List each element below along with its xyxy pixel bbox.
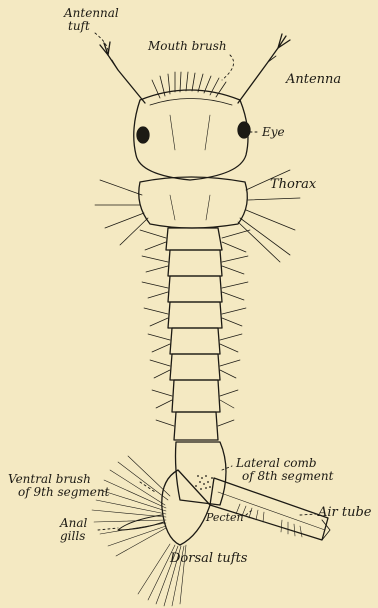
label-antenna: Antenna [286, 73, 341, 86]
right-antenna [238, 48, 278, 103]
label-anal-gills-line2: gills [60, 530, 100, 543]
leader-pecten [246, 510, 252, 515]
label-dorsal-tufts: Dorsal tufts [170, 552, 247, 565]
label-thorax: Thorax [270, 178, 316, 191]
air-tube [210, 478, 328, 540]
label-air-tube: Air tube [318, 506, 372, 519]
lateral-comb [195, 475, 213, 490]
label-antennal-tuft-line2: tuft [64, 20, 124, 33]
label-lateral-comb-line2: of 8th segment [236, 470, 366, 483]
leader-lateral-comb [222, 466, 232, 470]
label-ventral-brush: Ventral brush of 9th segment [8, 473, 118, 499]
label-eye: Eye [262, 126, 285, 139]
larva-thorax [139, 177, 248, 228]
label-antennal-tuft: Antennal tuft [64, 7, 124, 33]
label-lateral-comb: Lateral comb of 8th segment [236, 457, 366, 483]
label-mouth-brush: Mouth brush [148, 40, 227, 53]
right-eye [238, 122, 250, 138]
leader-air-tube [300, 514, 318, 515]
leader-anal-gills [98, 528, 118, 530]
label-anal-gills: Anal gills [60, 517, 100, 543]
anal-segment [162, 470, 210, 545]
larva-head [134, 90, 248, 180]
pecten-teeth [236, 504, 302, 537]
abdominal-segments [166, 228, 222, 440]
mouth-brush [152, 72, 226, 98]
leader-mouth-brush [222, 55, 234, 80]
label-pecten: Pecten [206, 511, 244, 524]
anal-gills [118, 515, 164, 530]
label-ventral-brush-line2: of 9th segment [8, 486, 118, 499]
ventral-brush [92, 456, 170, 556]
left-eye [137, 127, 149, 143]
